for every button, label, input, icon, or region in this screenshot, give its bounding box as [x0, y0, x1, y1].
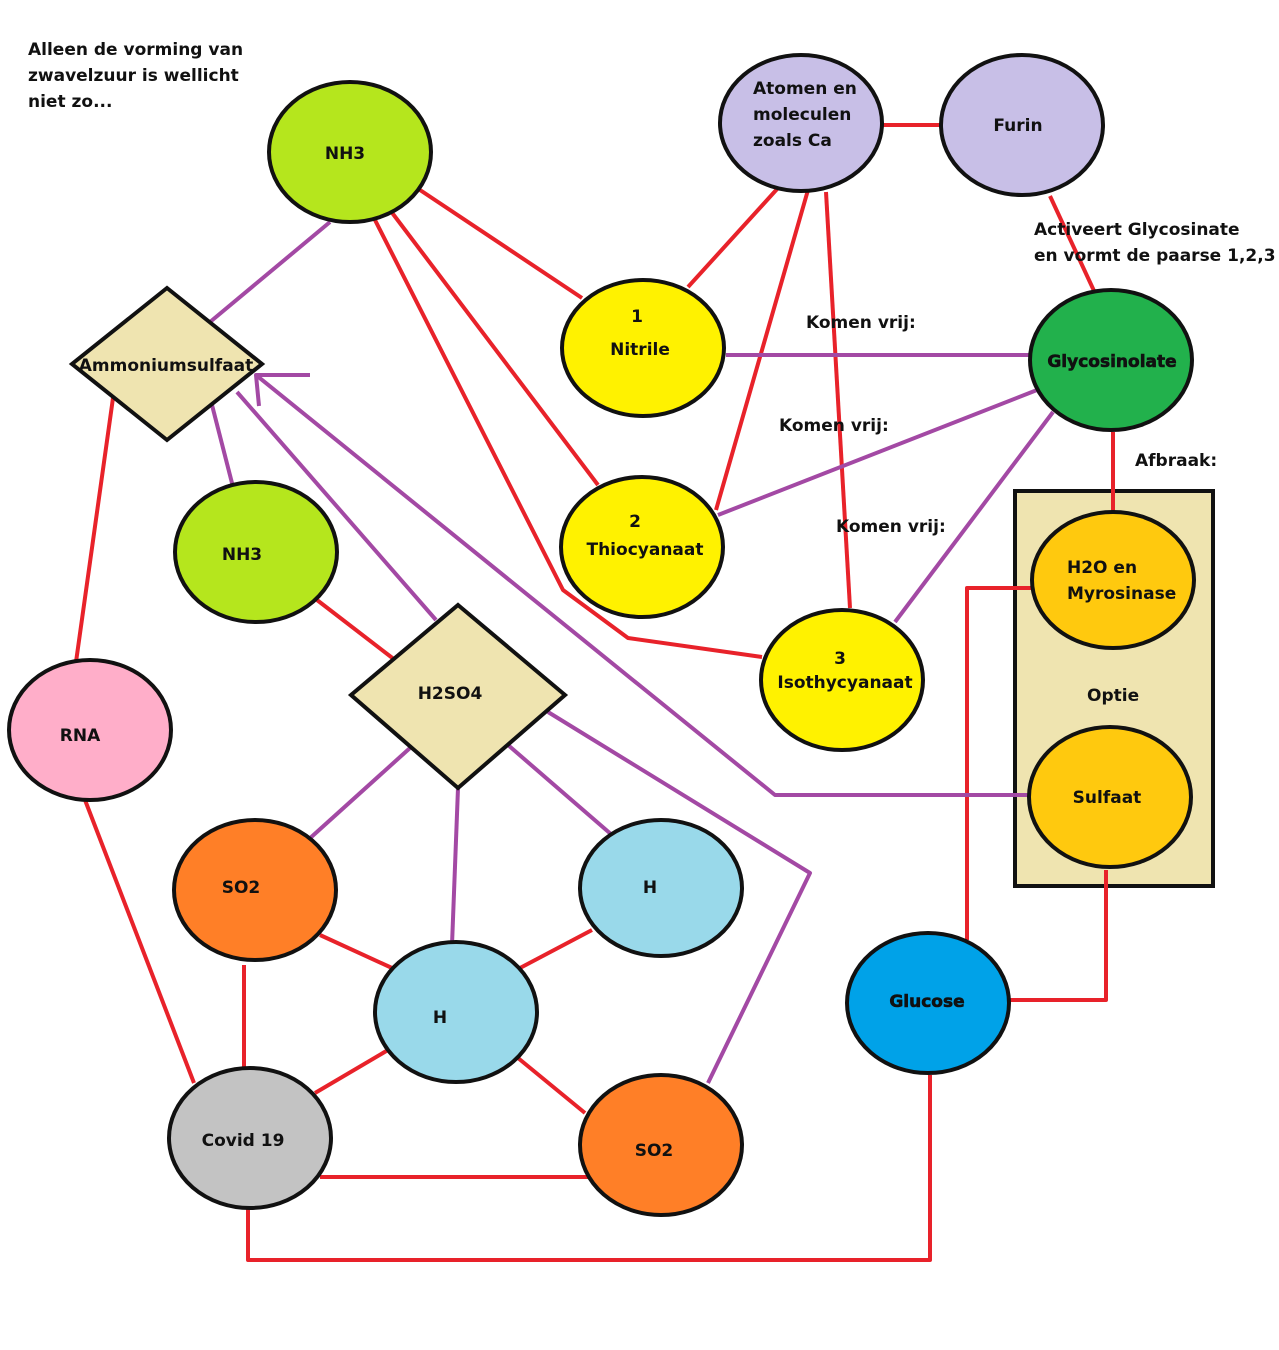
label-thiocyanaat: Thiocyanaat: [586, 540, 703, 560]
node-nh3-mid[interactable]: [173, 480, 339, 624]
edge-isothycyanaat-glycosinolate: [893, 410, 1055, 624]
label-atoms-1: Atomen en: [753, 79, 857, 99]
node-so2-bottom[interactable]: [578, 1073, 744, 1217]
note-breakdown: Afbraak:: [1135, 451, 1218, 471]
label-glycosinolate: Glycosinolate: [1047, 352, 1176, 372]
node-nitrile[interactable]: [560, 278, 726, 418]
label-thiocyanaat-num: 2: [629, 512, 641, 532]
purple-connectors: [208, 220, 1055, 1084]
label-covid: Covid 19: [202, 1131, 285, 1151]
label-so2-bottom: SO2: [635, 1141, 674, 1161]
note-released-3: Komen vrij:: [836, 517, 946, 537]
node-h-right[interactable]: [578, 818, 744, 958]
red-connectors: [74, 123, 1115, 1262]
note-released-2: Komen vrij:: [779, 416, 889, 436]
note-top-left-1: Alleen de vorming van: [28, 40, 244, 60]
node-ammoniumsulfaat[interactable]: [68, 285, 266, 443]
label-ammoniumsulfaat: Ammoniumsulfaat: [79, 356, 254, 376]
note-activates-1: Activeert Glycosinate: [1034, 220, 1240, 240]
edge-ammonium-nh3mid: [210, 404, 235, 488]
node-atoms[interactable]: [718, 53, 884, 193]
label-h2o-2: Myrosinase: [1067, 584, 1176, 604]
edge-hright-hcenter: [519, 928, 593, 970]
edge-so2left-hcenter: [319, 933, 393, 970]
label-nitrile-num: 1: [631, 307, 643, 327]
label-nitrile: Nitrile: [610, 340, 670, 360]
label-h2o-1: H2O en: [1067, 558, 1137, 578]
label-glucose: Glucose: [889, 992, 964, 1012]
edge-nh3top-ammonium: [208, 220, 332, 324]
edge-h2so4-so2left: [306, 746, 412, 842]
edge-atoms-nitrile: [686, 186, 780, 289]
note-option: Optie: [1087, 686, 1140, 706]
node-covid[interactable]: [167, 1066, 333, 1210]
edge-h2so4-hcenter: [450, 787, 460, 946]
edge-nh3-isothycyanaat: [373, 219, 763, 659]
label-isothycyanaat-num: 3: [834, 649, 846, 669]
label-rna: RNA: [60, 726, 101, 746]
edge-thiocyanaat-glycosinolate: [717, 388, 1038, 517]
edge-nh3mid-h2so4: [315, 598, 397, 662]
arrow-head: [254, 373, 310, 407]
label-isothycyanaat: Isothycyanaat: [777, 673, 912, 693]
label-atoms-2: moleculen: [753, 105, 851, 125]
edge-sulfaat-glucose: [1009, 870, 1108, 1002]
label-furin: Furin: [993, 116, 1042, 136]
label-sulfaat: Sulfaat: [1073, 788, 1142, 808]
edge-atoms-thiocyanaat: [714, 189, 810, 511]
label-nh3-top: NH3: [325, 144, 365, 164]
edge-ammonium-rna: [74, 397, 115, 663]
node-furin[interactable]: [939, 53, 1105, 197]
node-thiocyanaat[interactable]: [559, 475, 725, 619]
label-h-center: H: [433, 1008, 447, 1028]
edge-atoms-isothycyanaat: [824, 191, 852, 609]
edge-furin-glycosinolate: [1048, 195, 1097, 294]
edge-hcenter-so2bottom: [516, 1056, 587, 1115]
edge-nh3-thiocyanaat: [388, 208, 600, 487]
edge-nh3-nitrile: [418, 188, 584, 300]
label-h-right: H: [643, 878, 657, 898]
edge-ammonium-h2so4: [235, 390, 438, 622]
note-top-left-2: zwavelzuur is wellicht: [28, 66, 239, 86]
node-labels: NH3 Atomen en moleculen zoals Ca Furin 1…: [60, 79, 1177, 1161]
node-h2so4[interactable]: [347, 602, 569, 791]
label-nh3-mid: NH3: [222, 545, 262, 565]
node-h2o-myrosinase[interactable]: [1030, 510, 1196, 650]
edge-h2so4-so2bottom: [546, 710, 812, 1084]
edge-h2o-glucose: [965, 586, 1033, 940]
label-atoms-3: zoals Ca: [753, 131, 832, 151]
node-glucose[interactable]: [845, 931, 1011, 1075]
node-h-center[interactable]: [373, 940, 539, 1084]
node-nh3-top[interactable]: [267, 80, 433, 224]
edge-rna-covid: [83, 799, 196, 1084]
node-isothycyanaat[interactable]: [759, 608, 925, 752]
note-activates-2: en vormt de paarse 1,2,3: [1034, 246, 1276, 266]
node-rna[interactable]: [7, 658, 173, 802]
note-top-left-3: niet zo...: [28, 92, 113, 112]
nodes: [7, 53, 1196, 1217]
note-released-1: Komen vrij:: [806, 313, 916, 333]
edge-glucose-covid: [246, 1075, 932, 1262]
label-so2-left: SO2: [222, 878, 261, 898]
edge-sulfaat-ammonium: [254, 373, 1028, 797]
label-h2so4: H2SO4: [418, 684, 483, 704]
node-so2-left[interactable]: [172, 818, 338, 962]
edge-h2so4-hright: [506, 743, 614, 837]
node-glycosinolate[interactable]: [1028, 288, 1194, 432]
node-sulfaat[interactable]: [1027, 725, 1193, 869]
edge-hcenter-covid: [313, 1048, 390, 1095]
